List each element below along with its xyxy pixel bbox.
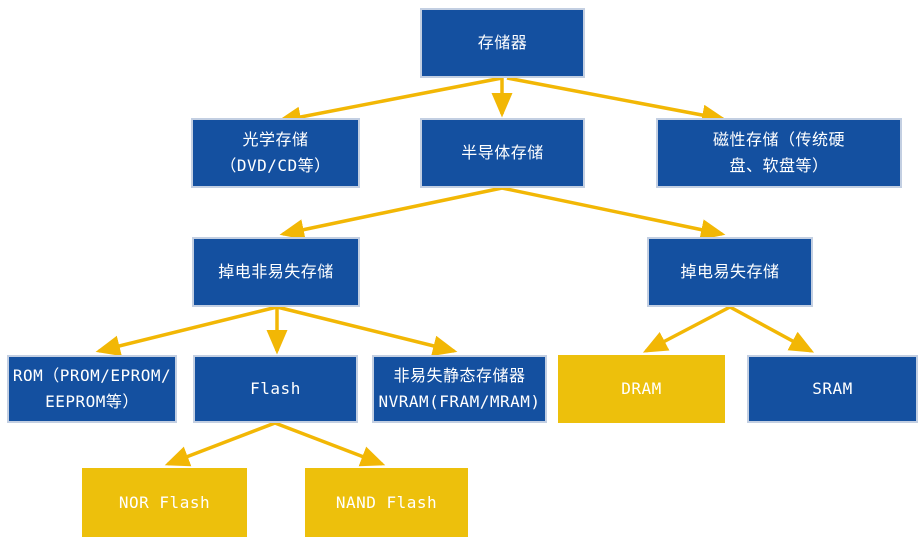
node-nvram: 非易失静态存储器 NVRAM(FRAM/MRAM)	[372, 355, 547, 423]
node-magnetic-storage: 磁性存储（传统硬盘、软盘等）	[656, 118, 902, 188]
node-flash: Flash	[193, 355, 358, 423]
node-dram: DRAM	[558, 355, 725, 423]
node-nand-flash: NAND Flash	[305, 468, 468, 537]
node-sram-label-line: SRAM	[812, 379, 853, 399]
node-volatile-storage: 掉电易失存储	[647, 237, 813, 307]
node-dram-label-line: DRAM	[621, 379, 662, 399]
edge-nonvolatile-storage-to-nvram	[276, 305, 458, 357]
node-memory: 存储器	[420, 8, 585, 78]
node-rom-label-line: EEPROM等）	[45, 392, 139, 411]
node-nvram-label-line: 非易失静态存储器	[393, 366, 526, 386]
node-volatile-storage-label-line: 掉电易失存储	[680, 262, 780, 282]
edge-semiconductor-storage-to-nonvolatile-storage	[279, 186, 503, 240]
edge-semiconductor-storage-to-volatile-storage	[501, 186, 726, 240]
node-memory-label-line: 存储器	[477, 33, 528, 53]
node-rom: ROM（PROM/EPROM/EEPROM等）	[7, 355, 177, 423]
node-nor-flash-label-line: NOR Flash	[118, 492, 211, 512]
edge-volatile-storage-to-sram	[729, 305, 815, 353]
node-sram: SRAM	[747, 355, 918, 423]
node-nonvolatile-storage: 掉电非易失存储	[192, 237, 360, 307]
node-flash-label-line: Flash	[250, 379, 301, 399]
node-nor-flash: NOR Flash	[82, 468, 247, 537]
edge-flash-to-nand-flash	[274, 421, 386, 467]
node-nonvolatile-storage-label-line: 掉电非易失存储	[218, 262, 334, 282]
edge-memory-to-magnetic-storage	[506, 76, 727, 126]
node-rom-label-line: ROM（PROM/EPROM/	[12, 366, 172, 386]
node-magnetic-storage-label-line: 盘、软盘等）	[729, 156, 829, 175]
edge-volatile-storage-to-dram	[642, 305, 731, 353]
node-semiconductor-storage-label-line: 半导体存储	[461, 143, 544, 163]
node-magnetic-storage-label-line: 磁性存储（传统硬	[712, 130, 845, 150]
edge-flash-to-nor-flash	[164, 421, 276, 467]
node-optical-storage: 光学存储 （DVD/CD等）	[191, 118, 360, 188]
node-optical-storage-label-line: （DVD/CD等）	[220, 156, 331, 175]
edge-nonvolatile-storage-to-rom	[95, 305, 278, 357]
node-nand-flash-label-line: NAND Flash	[335, 492, 438, 512]
node-optical-storage-label-line: 光学存储	[242, 130, 309, 150]
node-nvram-label-line: NVRAM(FRAM/MRAM)	[378, 392, 541, 411]
edge-memory-to-optical-storage	[276, 76, 503, 128]
node-semiconductor-storage: 半导体存储	[420, 118, 585, 188]
